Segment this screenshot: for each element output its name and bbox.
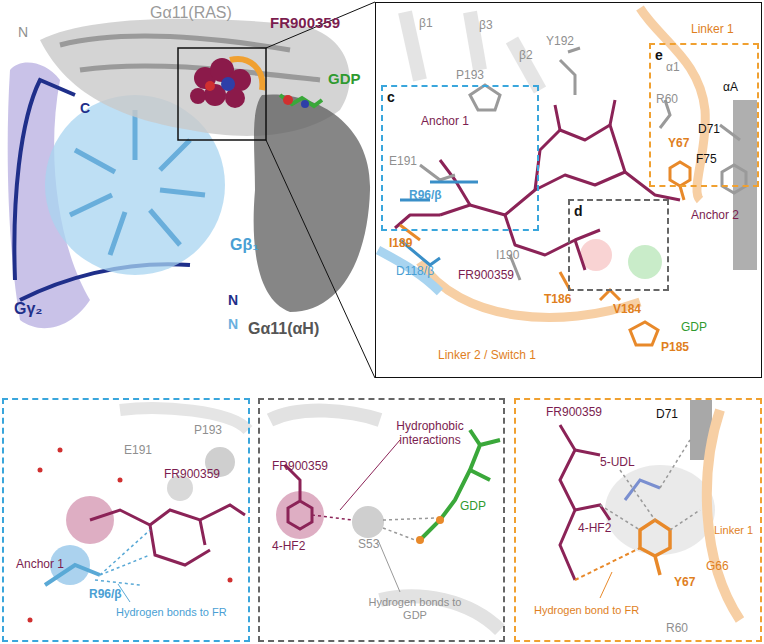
gbeta-propeller [70,110,205,255]
zoom-region-box: eLinker 1 [649,43,759,187]
s53-sphere [352,506,384,538]
structure-label: S53 [358,538,379,552]
structure-label: P185 [661,341,689,355]
overview-label: N [228,316,238,332]
inset-panel: FR900359 Hydrophobic interactions 4-HF2 S53… [258,398,505,642]
structure-label: 4-HF2 [272,540,305,554]
alpha-helical-domain [254,94,370,312]
fr900359-sticks [90,505,245,565]
structure-label: Linker 1 [691,23,734,37]
structure-label: Linker 1 [714,524,753,537]
fr900359-sticks [560,425,610,580]
detail-panel: β1 β3 β2 Y192P193 α1R60 αA D71Y67F75 Anchor 1 E1… [375,2,762,378]
loop-ribbon [120,408,248,430]
y67-ring [640,520,670,575]
structure-label: Y192 [546,35,574,49]
structure-label: FR900359 [458,269,514,283]
inset-panel: FR900359 5-UDL D71 4-HF2 Linker 1 G66Y67R60 Hy… [514,398,762,642]
structure-label: R96/β [89,588,122,602]
structure-label: G66 [706,560,729,574]
structure-label: Hydrogen bond to FR [534,604,639,617]
structure-label: D71 [656,408,678,422]
structure-label: 5-UDL [600,456,635,470]
structure-label: Y67 [668,137,689,151]
structure-label: Anchor 1 [421,115,469,129]
zoom-line [266,2,375,48]
structure-label: β1 [419,17,433,31]
overview-label: GDP [328,70,361,87]
phosphate-atoms [416,516,444,544]
contact-region [605,465,715,555]
structure-label: P193 [456,69,484,83]
leader-line [378,540,400,592]
overview-label: Gβ₁ [230,236,259,254]
hydrophobic-contact [312,515,352,520]
overview-label: Gα11(αH) [248,320,319,338]
structure-label: 4-HF2 [578,522,611,536]
structure-label: E191 [389,155,417,169]
hydrogen-bonds [383,518,435,540]
structure-label: D71 [698,123,720,137]
interaction-lines [600,440,700,530]
gdp-sphere [628,245,662,279]
linker1-ribbon [707,410,740,620]
ras-ribbon [60,36,320,80]
overview-label: N [228,292,238,308]
water-dots [28,448,233,623]
structure-label: R96/β [409,189,442,203]
structure-label: FR900359 [546,406,602,420]
leader-line [600,572,612,598]
structure-label: β2 [519,49,533,63]
hf2-ring [285,465,312,529]
structure-label: T186 [544,293,571,307]
beta-strands [405,12,540,90]
structure-label: GDP [460,500,486,514]
structure-label: R60 [656,93,678,107]
hydrogen-bonds [95,530,150,585]
zoom-region-box: c [381,85,539,231]
structure-label: β3 [479,19,493,33]
structure-label: FR900359 [272,460,328,474]
zoom-box [178,48,266,140]
orange-residues [400,162,690,345]
zoom-region-box: d [568,199,669,291]
panel-letter: d [574,203,583,219]
structure-label: FR900359 [164,468,220,482]
hydrogen-bond [575,548,640,580]
overview-label: N [18,24,28,40]
structure-label: Anchor 1 [16,558,64,572]
gdp-sticks [280,95,322,108]
zoom-line [266,140,375,378]
structure-label: αA [723,81,738,95]
fr900359-spheres [190,58,251,108]
gbeta-ribbon [378,250,440,292]
inset-panel: P193E191FR900359Anchor 1 R96/βHydrogen bo… [2,398,250,642]
leader-line [340,440,400,510]
structure-label: I189 [389,237,412,251]
overview-label: Gγ₂ [14,300,42,318]
structure-label: D118/β [396,265,434,279]
overview-label: C [80,100,90,116]
residue-sticks [420,48,746,280]
r60-stick [625,480,660,500]
structure-label: V184 [613,303,641,317]
structure-label: Anchor 2 [691,209,739,223]
structure-label: E191 [124,444,152,458]
structure-label: F75 [696,153,717,167]
overview-label: FR900359 [270,14,340,31]
structure-label: Hydrogen bonds to FR [116,606,227,619]
structure-label: Hydrogen bonds to GDP [360,596,470,621]
structure-label: I190 [496,249,519,263]
structure-label: α1 [666,61,680,75]
structure-label: R60 [666,622,688,636]
helix-ribbon [270,411,380,420]
structure-label: Hydrophobic interactions [380,420,480,448]
structure-label: GDP [681,321,707,335]
overview-label: Gα11(RAS) [150,4,232,22]
structure-label: Linker 2 / Switch 1 [438,349,536,363]
structure-label: P193 [194,424,222,438]
panel-letter: c [387,89,395,105]
structure-label: Y67 [674,576,695,590]
panel-letter: e [655,47,663,63]
